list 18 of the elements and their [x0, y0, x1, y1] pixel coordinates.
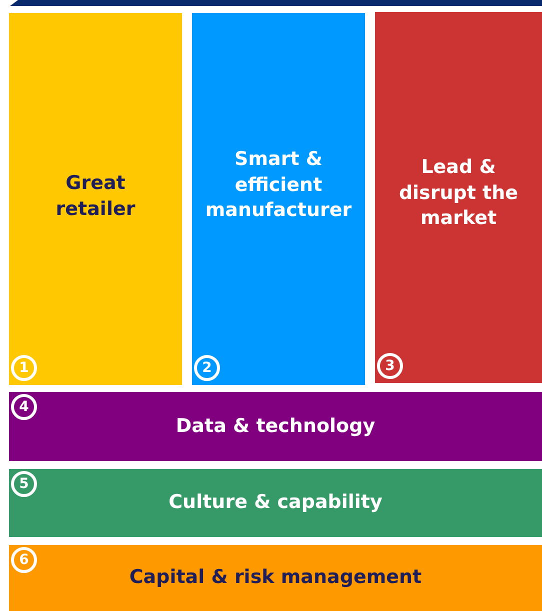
pillar-title: Great retailer [54, 171, 136, 222]
pillar-box [192, 13, 365, 385]
pillar-title: Data & technology [174, 414, 376, 439]
foundation-band [9, 469, 542, 537]
pillar-title: Lead & disrupt the market [398, 155, 520, 232]
number-badge: 1 [11, 355, 37, 381]
number-badge: 3 [377, 353, 403, 379]
pillar-box [9, 13, 182, 385]
foundation-band [9, 392, 542, 461]
pillar-box [375, 12, 542, 383]
number-badge: 2 [194, 355, 220, 381]
pillar-title: Smart & efficient manufacturer [204, 147, 353, 224]
foundation-band [9, 545, 542, 611]
number-badge: 5 [11, 471, 37, 497]
number-badge: 4 [11, 394, 37, 420]
number-badge: 6 [11, 547, 37, 573]
pillar-title: Culture & capability [168, 490, 384, 515]
pillar-title: Capital & risk management [128, 565, 423, 590]
